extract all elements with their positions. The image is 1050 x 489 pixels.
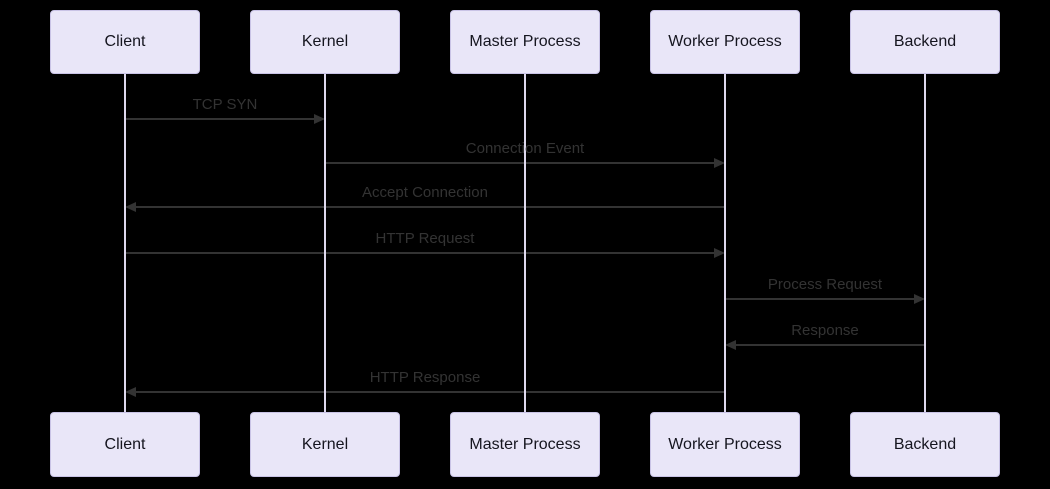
- lifeline-worker-process: [724, 74, 726, 413]
- actor-box-backend-top: Backend: [850, 10, 1000, 74]
- message-accept-connection-label: Accept Connection: [362, 184, 488, 201]
- actor-box-worker-process-top: Worker Process: [650, 10, 800, 74]
- message-tcp-syn-line: [125, 118, 315, 120]
- message-http-request-arrowhead: [714, 248, 725, 258]
- message-process-request-label: Process Request: [767, 276, 883, 293]
- message-http-response-line: [135, 391, 725, 393]
- message-http-request-label: HTTP Request: [375, 230, 475, 247]
- message-http-request-line: [125, 252, 715, 254]
- actor-box-client-bottom: Client: [50, 412, 200, 477]
- message-connection-event-label: Connection Event: [465, 140, 585, 157]
- actor-box-kernel-bottom: Kernel: [250, 412, 400, 477]
- message-accept-connection-line: [135, 206, 725, 208]
- message-connection-event-arrowhead: [714, 158, 725, 168]
- actor-box-master-process-top: Master Process: [450, 10, 600, 74]
- actor-label-kernel: Kernel: [301, 435, 349, 453]
- actor-label-worker-process: Worker Process: [668, 33, 782, 50]
- actor-box-kernel-top: Kernel: [250, 10, 400, 74]
- actor-box-client-top: Client: [50, 10, 200, 74]
- actor-label-backend: Backend: [893, 33, 957, 50]
- actor-box-backend-bottom: Backend: [850, 412, 1000, 477]
- message-accept-connection-arrowhead: [125, 202, 136, 212]
- message-connection-event-line: [325, 162, 715, 164]
- actor-label-client: Client: [104, 435, 146, 453]
- message-http-response-arrowhead: [125, 387, 136, 397]
- actor-label-master-process: Master Process: [469, 435, 581, 453]
- message-process-request-arrowhead: [914, 294, 925, 304]
- lifeline-master-process: [524, 74, 526, 413]
- message-process-request-line: [725, 298, 915, 300]
- actor-label-worker-process: Worker Process: [668, 435, 782, 453]
- message-tcp-syn-arrowhead: [314, 114, 325, 124]
- lifeline-client: [124, 74, 126, 413]
- actor-label-kernel: Kernel: [301, 33, 349, 50]
- actor-label-client: Client: [104, 33, 146, 50]
- message-response-label: Response: [791, 322, 859, 339]
- message-tcp-syn-label: TCP SYN: [192, 96, 258, 113]
- actor-box-master-process-bottom: Master Process: [450, 412, 600, 477]
- actor-label-backend: Backend: [893, 435, 957, 453]
- lifeline-backend: [924, 74, 926, 413]
- actor-box-worker-process-bottom: Worker Process: [650, 412, 800, 477]
- message-http-response-label: HTTP Response: [369, 369, 481, 386]
- actor-label-master-process: Master Process: [469, 33, 581, 50]
- message-response-line: [735, 344, 925, 346]
- message-response-arrowhead: [725, 340, 736, 350]
- lifeline-kernel: [324, 74, 326, 413]
